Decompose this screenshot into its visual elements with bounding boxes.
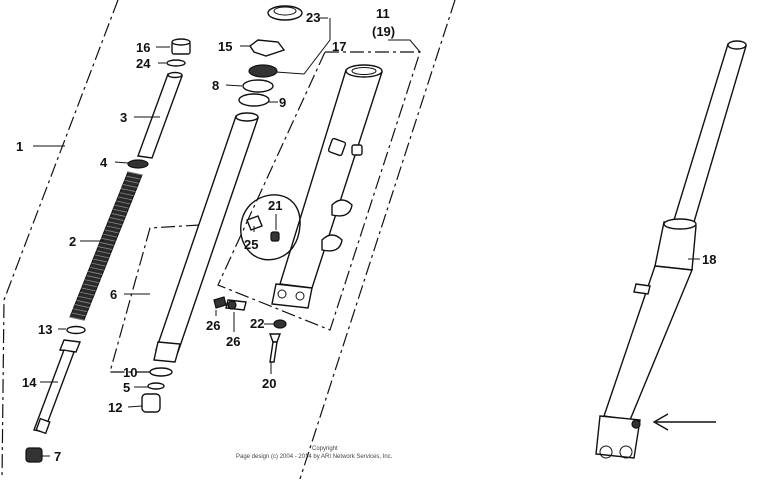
label-6: 6 (110, 287, 117, 302)
label-2: 2 (69, 234, 76, 249)
part-15-stopper-ring[interactable] (249, 39, 286, 57)
part-14-damper-rod[interactable] (33, 339, 81, 435)
spring-coil (109, 217, 124, 221)
leader-lines (33, 17, 700, 457)
label-22: 22 (250, 316, 264, 331)
label-23: 23 (306, 10, 320, 25)
part-16-cap-bolt[interactable] (171, 38, 191, 55)
pointer-arrow (652, 413, 716, 431)
part-20-bolt[interactable] (268, 333, 282, 363)
label-25: 25 (244, 237, 258, 252)
part-24-o-ring[interactable] (166, 59, 186, 67)
copyright-line-1: Copyright (312, 446, 338, 452)
spring-coil (76, 300, 91, 304)
assembly-outline-1 (1, 0, 119, 480)
spring-coil (124, 179, 139, 184)
label-17: 17 (332, 39, 346, 54)
part-9-slide-bushing[interactable] (238, 93, 270, 107)
label-13: 13 (38, 322, 52, 337)
spring-coil (78, 295, 93, 300)
spring-coil (121, 188, 136, 192)
part-7-oil-lock[interactable] (25, 447, 43, 463)
label-18: 18 (702, 252, 716, 267)
part-4-spring-seat[interactable] (127, 159, 149, 169)
part-8-back-up-ring[interactable] (242, 79, 274, 93)
spring-coil (69, 316, 85, 321)
part-26-bolt-a[interactable] (213, 296, 227, 309)
label-9: 9 (279, 95, 286, 110)
label-26-a: 26 (206, 318, 220, 333)
spring-coil (83, 283, 98, 288)
spring-coil (91, 262, 106, 267)
spring-coil (88, 271, 103, 275)
label-7: 7 (54, 449, 61, 464)
spring-coil (101, 237, 116, 242)
label-8: 8 (212, 78, 219, 93)
spring-coil (84, 279, 99, 284)
label-4: 4 (100, 155, 108, 170)
spring-coil (71, 312, 86, 317)
label-5: 5 (123, 380, 130, 395)
spring-coil (127, 171, 143, 176)
part-18-assembled-fork[interactable] (595, 40, 747, 459)
label-26-b: 26 (226, 334, 240, 349)
spring-coil (74, 304, 90, 308)
spring-coil (103, 233, 118, 238)
spring-coil (81, 287, 96, 292)
spring-coil (98, 246, 113, 250)
part-11-fork-slider[interactable] (271, 64, 383, 309)
part-10-bushing[interactable] (149, 367, 173, 377)
spring-coil (117, 196, 133, 201)
part-13-ring[interactable] (66, 325, 86, 335)
label-10: 10 (123, 365, 137, 380)
part-5-ring[interactable] (147, 382, 165, 390)
spring-coil (116, 200, 131, 205)
part-12-oil-lock-piece[interactable] (141, 393, 161, 413)
spring-coil (108, 221, 123, 226)
label-24: 24 (136, 56, 151, 71)
assembly-outline-11 (217, 51, 421, 331)
label-12: 12 (108, 400, 122, 415)
spring-coil (99, 242, 114, 246)
part-22-washer[interactable] (273, 319, 287, 329)
label-15: 15 (218, 39, 232, 54)
copyright-line-2: Page design (c) 2004 - 2014 by ARI Netwo… (236, 454, 393, 460)
label-16: 16 (136, 40, 150, 55)
part-17-oil-seal[interactable] (248, 64, 278, 78)
part-25-washer[interactable] (246, 215, 263, 231)
spring-coil (122, 184, 138, 188)
spring-coil (96, 250, 111, 255)
spring-coil (113, 208, 128, 213)
spring-coil (94, 254, 109, 259)
spring-coil (119, 192, 134, 197)
spring-coil (73, 308, 88, 313)
spring-coil (126, 175, 141, 180)
spring-coil (86, 275, 101, 279)
part-23-dust-seal[interactable] (267, 5, 303, 21)
spring-coil (114, 204, 129, 209)
label-20: 20 (262, 376, 276, 391)
spring-coil (79, 291, 95, 296)
label-11-alt: (19) (372, 24, 395, 39)
assembly-outline-2 (299, 0, 456, 480)
spring-coil (93, 258, 108, 263)
label-3: 3 (120, 110, 127, 125)
assembly-outline-6 (109, 224, 201, 373)
label-1: 1 (16, 139, 23, 154)
part-2-spring[interactable] (69, 171, 143, 321)
spring-coil (104, 229, 119, 234)
spring-coil (111, 213, 126, 217)
spring-coil (106, 225, 121, 230)
part-6-fork-pipe[interactable] (153, 112, 259, 363)
part-21-bolt[interactable] (270, 231, 280, 242)
label-21: 21 (268, 198, 282, 213)
part-26-bolt-b[interactable] (225, 299, 247, 311)
label-14: 14 (22, 375, 37, 390)
label-11: 11 (376, 6, 390, 21)
highlight-circle (240, 194, 301, 261)
part-3-spacer[interactable] (137, 71, 183, 159)
spring-coil (89, 266, 104, 271)
